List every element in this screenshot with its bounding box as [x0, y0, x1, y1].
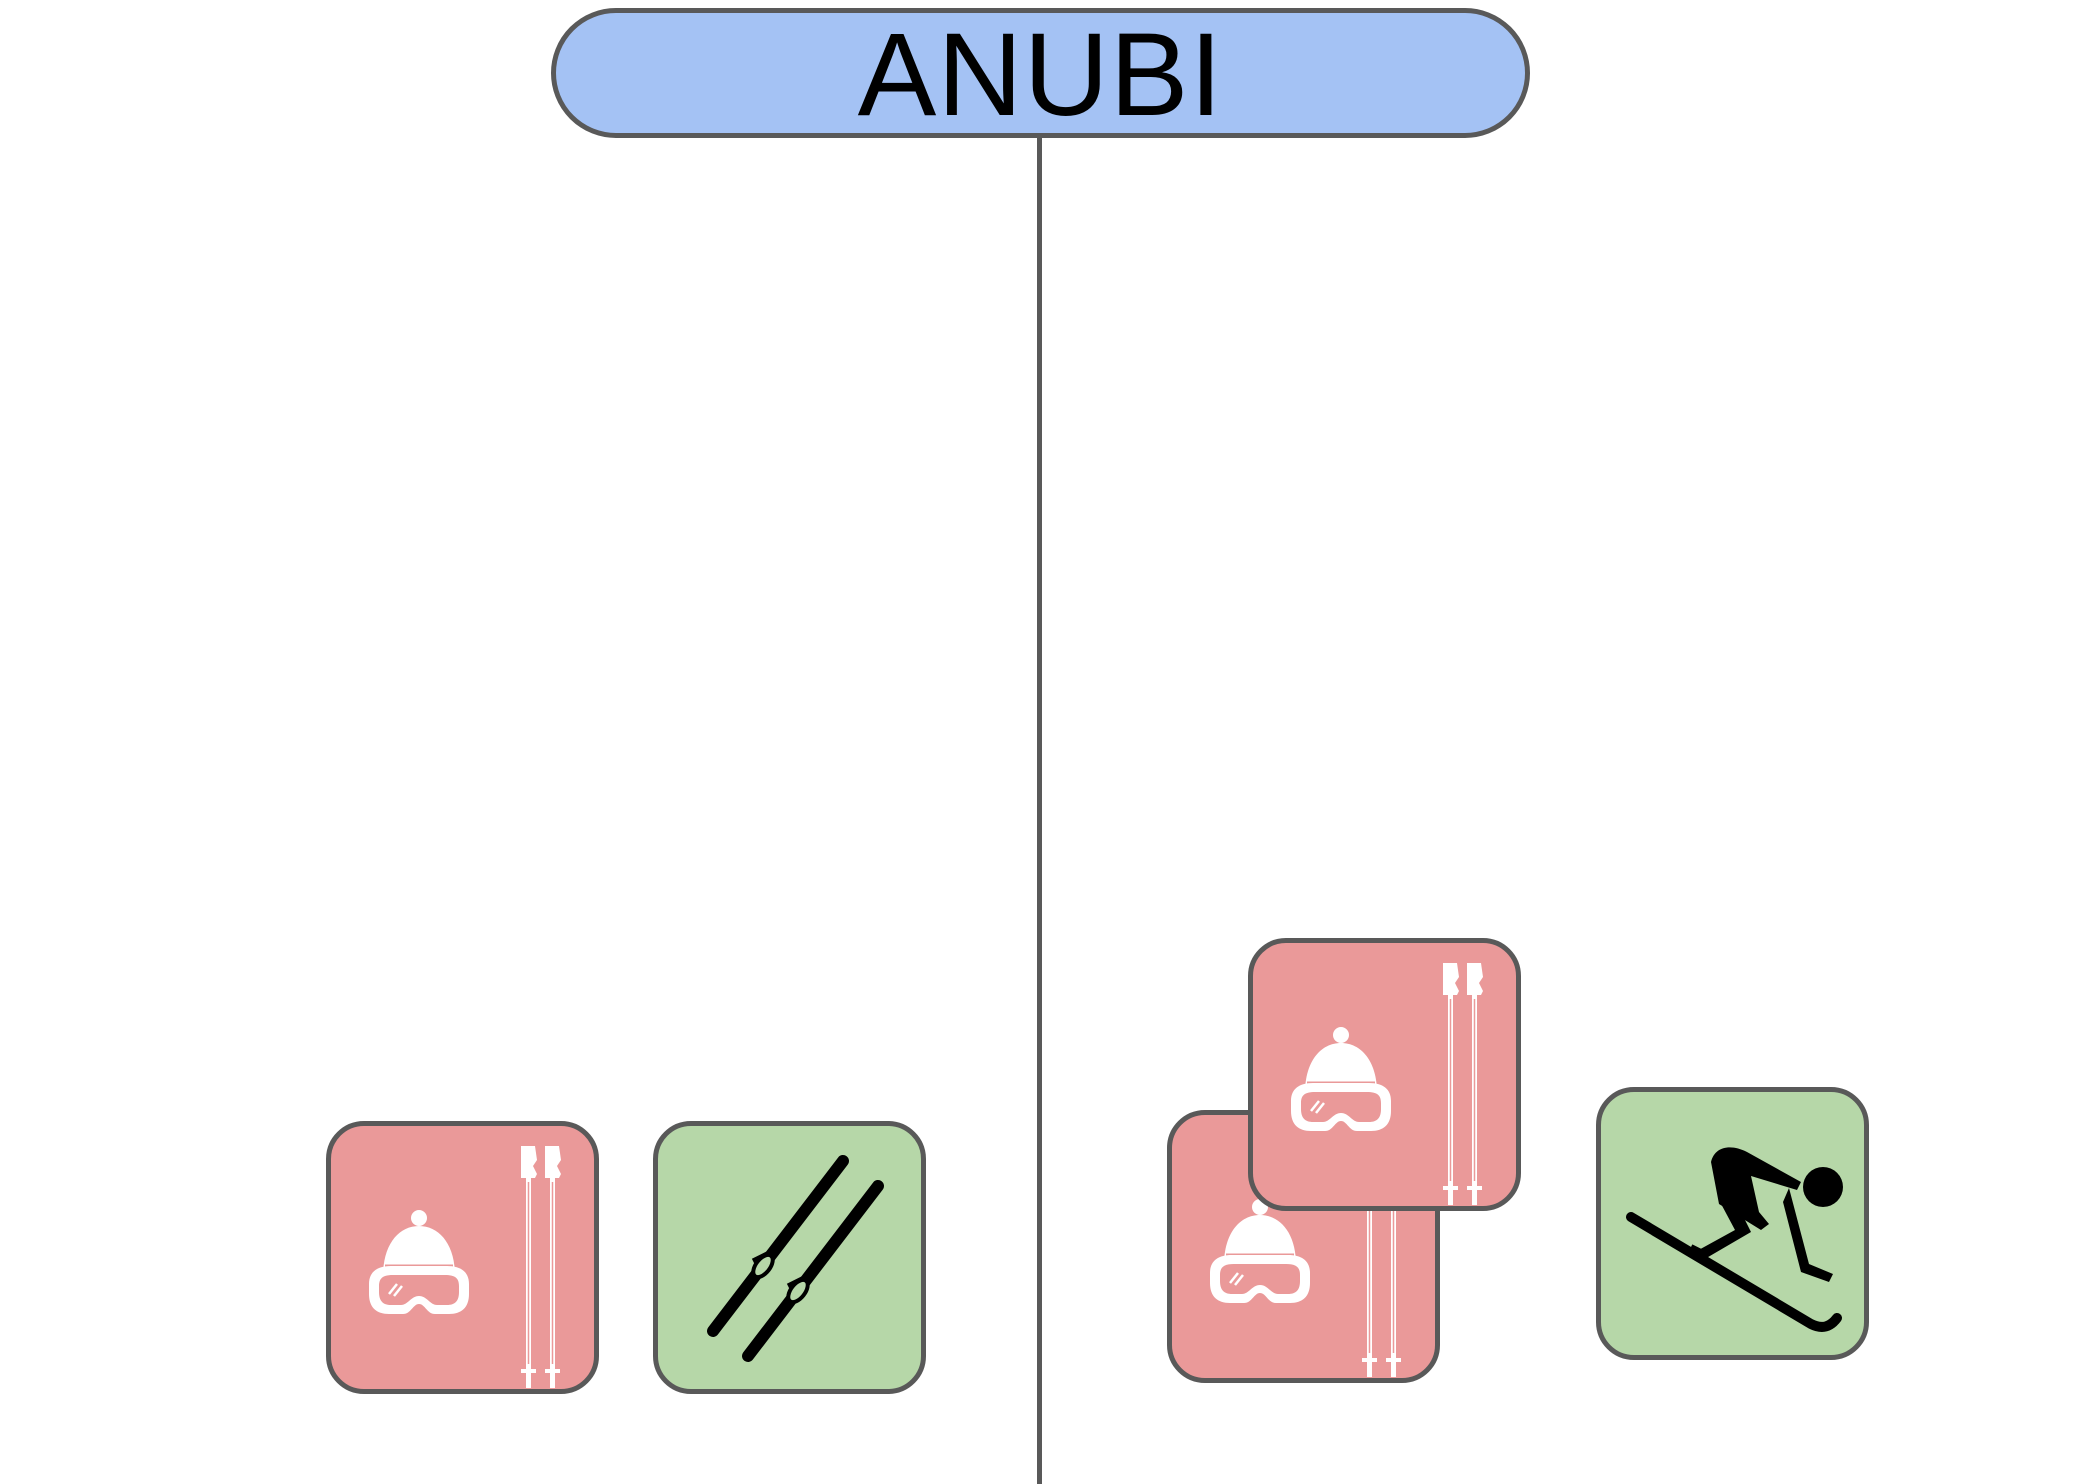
title-banner: ANUBI — [551, 8, 1530, 138]
ski-gear-card-front — [1248, 938, 1521, 1211]
skier-card — [1596, 1087, 1869, 1360]
skis-icon — [658, 1126, 921, 1389]
ski-gear-card — [326, 1121, 599, 1394]
page-title: ANUBI — [857, 9, 1224, 141]
ski-gear-icon — [367, 1144, 563, 1389]
skier-icon — [1601, 1092, 1864, 1355]
ski-gear-icon — [1289, 961, 1485, 1206]
skis-card — [653, 1121, 926, 1394]
vertical-divider — [1037, 138, 1042, 1484]
